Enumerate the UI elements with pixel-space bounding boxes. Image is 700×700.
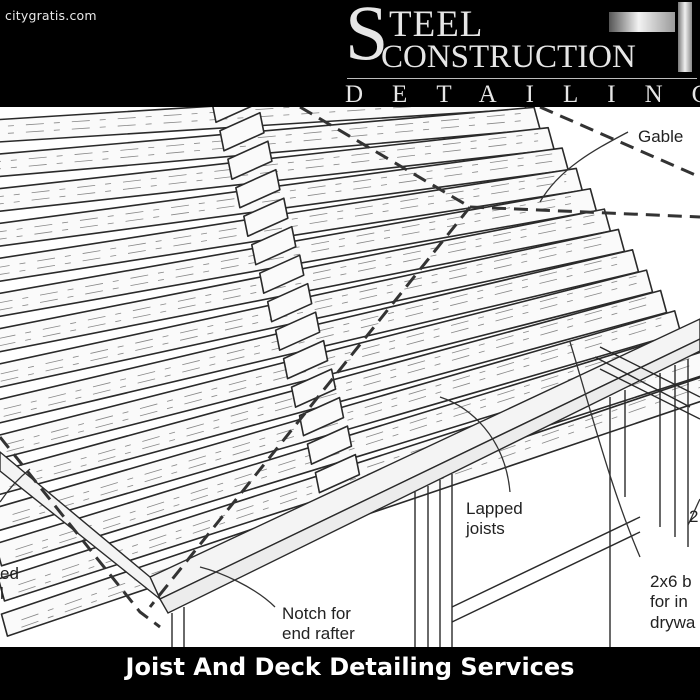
right-leader [687, 498, 700, 526]
watermark: citygratis.com [5, 8, 97, 23]
lap-block [274, 311, 321, 351]
wood-grain [0, 242, 609, 382]
lower-plate [159, 338, 700, 614]
lap-block [258, 254, 305, 294]
wood-grain [6, 282, 637, 452]
lap-block [266, 282, 313, 323]
top-dashed [469, 205, 700, 219]
joist-diagram-svg [0, 107, 700, 647]
callout-bracing: 2x6 b for in drywa [650, 572, 696, 632]
caption-band: Joist And Deck Detailing Services [0, 647, 700, 700]
lap-block [227, 140, 273, 181]
lap-block [314, 453, 361, 494]
wood-grain [0, 234, 609, 375]
ridge-dashed [299, 107, 471, 209]
wall-frame [0, 318, 700, 647]
callout-left-partial: ed l [0, 564, 19, 604]
lap-block [290, 368, 337, 408]
lap-block [235, 168, 281, 209]
left-plate [0, 451, 161, 600]
roof-outline-dashes [0, 107, 700, 629]
wood-grain [15, 343, 679, 558]
callout-gable: Gable [638, 127, 684, 146]
lapped-leader [439, 396, 511, 493]
logo-initial: S [345, 0, 389, 76]
callout-leaders [0, 131, 700, 608]
wood-grain [15, 336, 679, 551]
diagonal-dashed [148, 206, 472, 608]
lap-block [306, 425, 353, 465]
bracing-leader [569, 341, 641, 558]
lap-block [298, 396, 345, 437]
left-dashed-edge [0, 436, 161, 629]
brand-logo: S TEEL CONSTRUCTION DETAILING [345, 0, 700, 107]
wood-grain [3, 255, 623, 410]
wood-grain [12, 323, 665, 523]
wood-grain [0, 201, 581, 311]
left-leader [0, 468, 31, 503]
callout-lapped-joists: Lapped joists [466, 499, 523, 539]
wood-grain [3, 262, 623, 417]
wood-grain [12, 316, 665, 515]
callout-notch: Notch for end rafter [282, 604, 355, 644]
logo-line3: DETAILING [345, 81, 700, 108]
logo-line2: CONSTRUCTION [381, 39, 636, 75]
lap-block [212, 107, 252, 124]
callout-right-partial: 2 [689, 507, 699, 526]
wood-grain [9, 303, 651, 488]
gable-dashed [539, 107, 700, 179]
steel-beam-icon [609, 12, 675, 32]
lap-block [282, 339, 329, 380]
lap-block [250, 225, 297, 266]
logo-line1: TEEL [389, 4, 484, 45]
top-band: citygratis.com S TEEL CONSTRUCTION DETAI… [0, 0, 700, 107]
caption-title: Joist And Deck Detailing Services [125, 653, 575, 681]
notch-leader [199, 566, 276, 608]
wood-grain [0, 221, 595, 347]
wood-grain [0, 160, 553, 240]
logo-divider [347, 78, 697, 79]
wood-grain [0, 181, 567, 275]
wood-grain [0, 194, 581, 304]
wood-grain [18, 364, 693, 593]
lap-block [219, 111, 265, 152]
wood-grain [0, 140, 539, 205]
wood-grain [21, 387, 700, 628]
lap-block [243, 197, 289, 238]
gable-leader [539, 131, 629, 203]
joist-diagram: Gable Lapped joists Notch for end rafter… [0, 107, 700, 647]
steel-post-icon [678, 2, 692, 72]
